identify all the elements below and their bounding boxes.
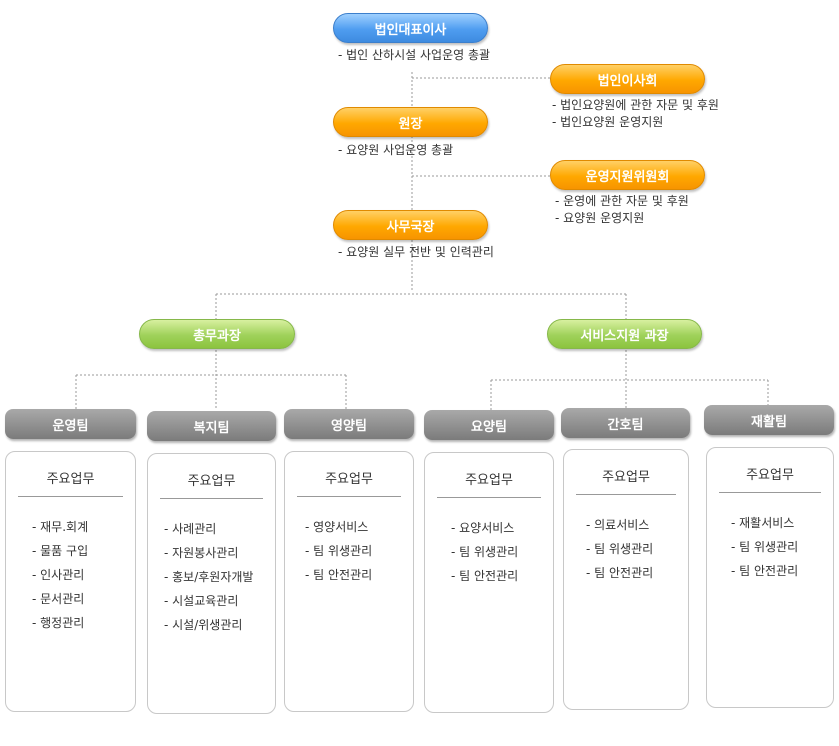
list-item: - 문서관리 [32, 592, 85, 606]
service-support-node: 서비스지원 과장 [547, 319, 702, 349]
list-item: - 팀 안전관리 [451, 569, 519, 583]
duty-list: - 의료서비스 - 팀 위생관리 - 팀 안전관리 [564, 513, 688, 585]
committee-label: 운영지원위원회 [585, 169, 670, 185]
list-item: - 팀 안전관리 [305, 568, 373, 582]
card-divider [576, 494, 676, 495]
team-label: 영양팀 [331, 418, 367, 434]
board-description: - 법인요양원에 관한 자문 및 후원 - 법인요양원 운영지원 [552, 97, 719, 131]
list-item: - 물품 구입 [32, 544, 89, 558]
list-item: - 팀 위생관리 [305, 544, 373, 558]
ceo-description: - 법인 산하시설 사업운영 총괄 [338, 48, 491, 62]
committee-desc-line: - 요양원 운영지원 [555, 211, 645, 225]
director-description: - 요양원 사업운영 총괄 [338, 143, 454, 157]
list-item: - 팀 안전관리 [731, 564, 799, 578]
list-item: - 의료서비스 [586, 518, 650, 532]
list-item: - 시설교육관리 [164, 594, 239, 608]
list-item: - 팀 안전관리 [586, 566, 654, 580]
list-item: - 팀 위생관리 [586, 542, 654, 556]
list-item: - 재활서비스 [731, 516, 795, 530]
board-node: 법인이사회 [550, 64, 705, 94]
ceo-node: 법인대표이사 [333, 13, 488, 43]
list-item: - 영양서비스 [305, 520, 369, 534]
team-label: 운영팀 [52, 418, 89, 434]
board-desc-line: - 법인요양원 운영지원 [552, 115, 664, 129]
duty-card-nursing: 주요업무 - 의료서비스 - 팀 위생관리 - 팀 안전관리 [563, 449, 689, 710]
board-label: 법인이사회 [597, 73, 658, 89]
list-item: - 행정관리 [32, 616, 85, 630]
general-affairs-label: 총무과장 [193, 328, 241, 344]
list-item: - 자원봉사관리 [164, 546, 239, 560]
card-divider [719, 492, 821, 493]
team-nursing: 간호팀 [561, 408, 690, 438]
duty-card-welfare: 주요업무 - 사례관리 - 자원봉사관리 - 홍보/후원자개발 - 시설교육관리… [147, 453, 276, 714]
card-title: 주요업무 [46, 472, 95, 487]
list-item: - 인사관리 [32, 568, 85, 582]
committee-description: - 운영에 관한 자문 및 후원 - 요양원 운영지원 [555, 193, 689, 227]
office-head-label: 사무국장 [386, 219, 435, 235]
list-item: - 팀 위생관리 [451, 545, 519, 559]
general-affairs-node: 총무과장 [139, 319, 295, 349]
card-title: 주요업무 [465, 473, 513, 488]
service-support-label: 서비스지원 과장 [580, 328, 669, 344]
card-title: 주요업무 [746, 468, 794, 483]
committee-desc-line: - 운영에 관한 자문 및 후원 [555, 194, 689, 208]
list-item: - 팀 위생관리 [731, 540, 799, 554]
office-head-description: - 요양원 실무 전반 및 인력관리 [338, 245, 494, 259]
team-label: 간호팀 [607, 417, 644, 433]
duty-list: - 요양서비스 - 팀 위생관리 - 팀 안전관리 [425, 516, 553, 588]
board-desc-line: - 법인요양원에 관한 자문 및 후원 [552, 98, 719, 112]
director-label: 원장 [398, 116, 423, 132]
duty-card-operations: 주요업무 - 재무.회계 - 물품 구입 - 인사관리 - 문서관리 - 행정관… [5, 451, 136, 712]
duty-list: - 영양서비스 - 팀 위생관리 - 팀 안전관리 [285, 515, 413, 587]
duty-card-nutrition: 주요업무 - 영양서비스 - 팀 위생관리 - 팀 안전관리 [284, 451, 414, 712]
duty-card-care: 주요업무 - 요양서비스 - 팀 위생관리 - 팀 안전관리 [424, 452, 554, 713]
duty-card-rehabilitation: 주요업무 - 재활서비스 - 팀 위생관리 - 팀 안전관리 [706, 447, 834, 708]
team-label: 재활팀 [751, 414, 787, 430]
team-label: 복지팀 [193, 420, 230, 436]
team-label: 요양팀 [471, 419, 507, 435]
duty-list: - 재무.회계 - 물품 구입 - 인사관리 - 문서관리 - 행정관리 [6, 515, 135, 635]
office-head-node: 사무국장 [333, 210, 488, 240]
committee-node: 운영지원위원회 [550, 160, 705, 190]
ceo-label: 법인대표이사 [374, 22, 447, 38]
team-care: 요양팀 [424, 410, 554, 440]
card-title: 주요업무 [187, 474, 236, 489]
list-item: - 사례관리 [164, 522, 217, 536]
card-title: 주요업무 [602, 470, 650, 485]
list-item: - 홍보/후원자개발 [164, 570, 254, 584]
card-divider [437, 497, 541, 498]
duty-list: - 사례관리 - 자원봉사관리 - 홍보/후원자개발 - 시설교육관리 - 시설… [148, 517, 275, 637]
list-item: - 요양서비스 [451, 521, 515, 535]
card-title: 주요업무 [325, 472, 373, 487]
team-operations: 운영팀 [5, 409, 136, 439]
duty-list: - 재활서비스 - 팀 위생관리 - 팀 안전관리 [707, 511, 833, 583]
card-divider [18, 496, 123, 497]
team-nutrition: 영양팀 [284, 409, 414, 439]
card-divider [160, 498, 263, 499]
list-item: - 시설/위생관리 [164, 618, 243, 632]
team-rehabilitation: 재활팀 [704, 405, 834, 435]
director-node: 원장 [333, 107, 488, 137]
list-item: - 재무.회계 [32, 520, 89, 534]
team-welfare: 복지팀 [147, 411, 276, 441]
card-divider [297, 496, 401, 497]
